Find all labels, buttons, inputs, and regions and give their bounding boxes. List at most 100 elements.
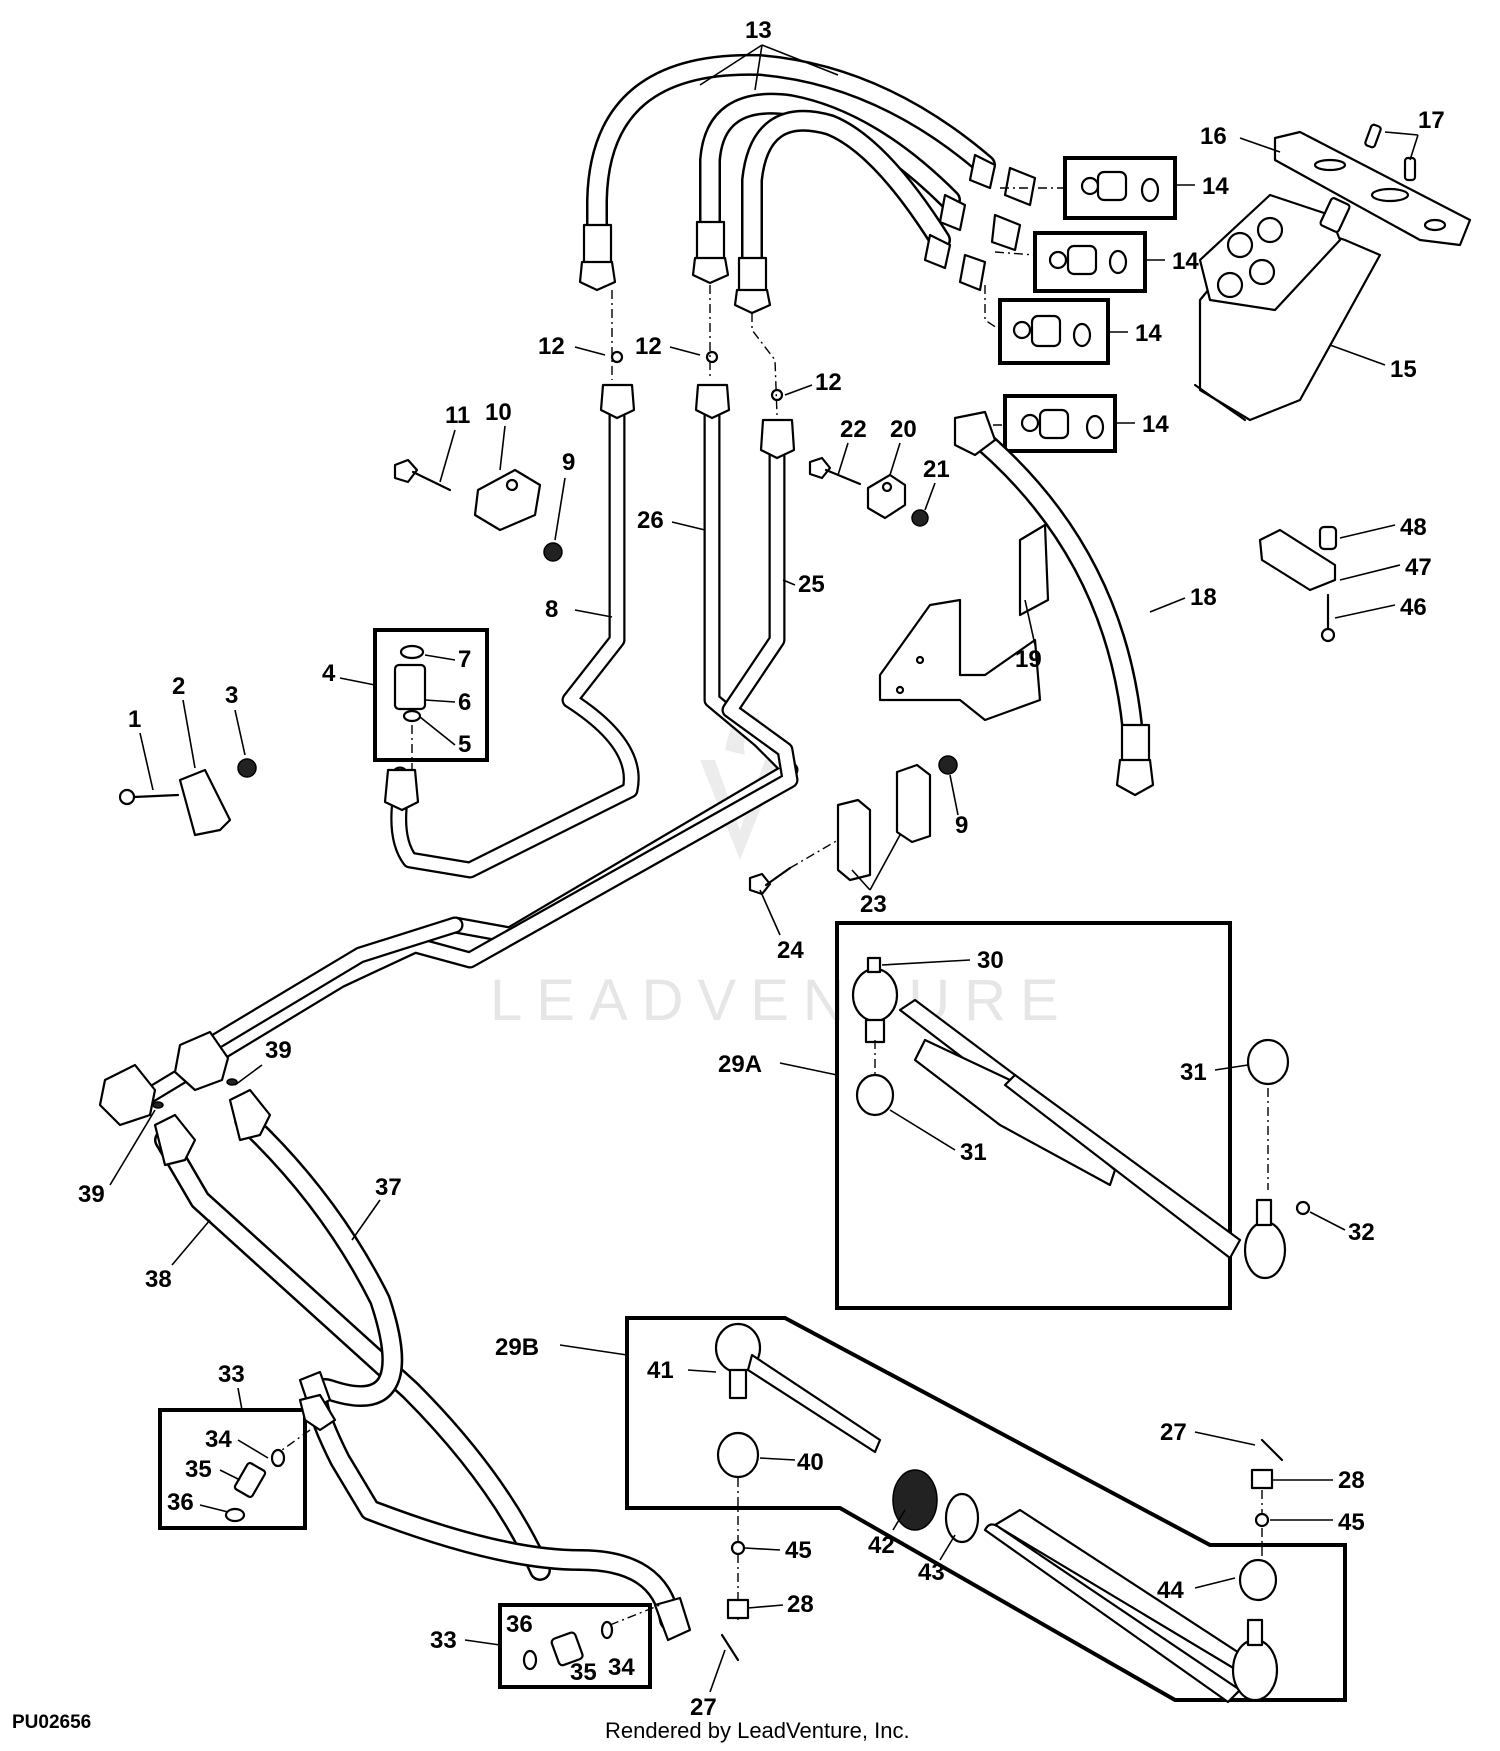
callout-label-5: 5: [458, 731, 471, 758]
callouts-33b: 33 36 35 34: [430, 1611, 635, 1686]
callout-label-25: 25: [798, 571, 825, 598]
callout-label-14: 14: [1202, 173, 1229, 200]
callout-label-29a: 29A: [718, 1051, 762, 1078]
callout-label-12: 12: [815, 369, 842, 396]
cap-48[interactable]: [1318, 525, 1338, 551]
callout-label-22: 22: [840, 416, 867, 443]
callouts-15-17: 15 16 17: [1200, 107, 1445, 383]
callout-label-6: 6: [458, 689, 471, 716]
nut-21[interactable]: [911, 509, 929, 527]
callout-label-15: 15: [1390, 356, 1417, 383]
callout-label-14: 14: [1172, 248, 1199, 275]
callout-label-12: 12: [635, 333, 662, 360]
hose-18[interactable]: 18: [953, 410, 1217, 797]
bolt-46[interactable]: [1320, 593, 1336, 643]
fitting-kit-14a[interactable]: [1063, 156, 1177, 220]
callouts-12: 12 12 12: [538, 333, 842, 396]
fitting-kit-14d[interactable]: [1003, 394, 1117, 453]
callout-label-9: 9: [955, 812, 968, 839]
callout-label-37: 37: [375, 1174, 402, 1201]
callout-label-17: 17: [1418, 107, 1445, 134]
callout-label-42: 42: [868, 1532, 895, 1559]
callout-label-19: 19: [1015, 646, 1042, 673]
fitting-kit-33a[interactable]: [158, 1393, 337, 1530]
credit-text: Rendered by LeadVenture, Inc.: [605, 1718, 910, 1743]
callout-label-28: 28: [1338, 1467, 1365, 1494]
tube-25[interactable]: [141, 418, 799, 1104]
callouts-1-3: 1 2 3: [128, 673, 246, 791]
callout-label-27: 27: [690, 1694, 717, 1721]
hose-assembly-13[interactable]: [578, 53, 1037, 315]
callout-label-32: 32: [1348, 1219, 1375, 1246]
callout-label-31: 31: [1180, 1059, 1207, 1086]
callout-label-11: 11: [445, 402, 470, 429]
clip-47[interactable]: [1258, 528, 1337, 592]
callout-label-28: 28: [787, 1591, 814, 1618]
callout-label-30: 30: [977, 947, 1004, 974]
callout-label-9: 9: [562, 449, 575, 476]
callout-label-4: 4: [322, 660, 336, 687]
callout-13: 13: [699, 17, 839, 91]
callout-label-12: 12: [538, 333, 565, 360]
callout-label-45: 45: [785, 1537, 812, 1564]
clamp-2[interactable]: [178, 768, 232, 837]
bolt-24[interactable]: [748, 839, 839, 896]
callouts-29b-45: 29B 41 40 42 43 44 45 45 28 28 27 27: [495, 1334, 1365, 1721]
callout-label-33: 33: [430, 1627, 457, 1654]
callout-label-31: 31: [960, 1139, 987, 1166]
nut-3[interactable]: [237, 758, 257, 778]
clamp-10[interactable]: [473, 468, 542, 532]
bracket-19[interactable]: 19: [878, 523, 1050, 722]
callout-label-34: 34: [608, 1654, 635, 1681]
callout-label-35: 35: [185, 1456, 212, 1483]
callouts-33a: 33 34 35 36: [167, 1361, 269, 1516]
orings-39[interactable]: [152, 1078, 238, 1109]
clamp-20[interactable]: [866, 473, 907, 520]
callout-label-14: 14: [1135, 320, 1162, 347]
callout-label-39: 39: [265, 1037, 292, 1064]
callout-label-46: 46: [1400, 594, 1427, 621]
hardware-27-28-45[interactable]: [720, 1438, 1284, 1662]
fitting-kit-4[interactable]: [373, 628, 489, 770]
callout-label-34: 34: [205, 1426, 232, 1453]
callout-label-44: 44: [1157, 1577, 1184, 1604]
callout-label-8: 8: [545, 596, 558, 623]
callout-label-23: 23: [860, 891, 887, 918]
fitting-kit-14c[interactable]: [998, 298, 1110, 365]
callout-label-39: 39: [78, 1181, 105, 1208]
hose-37[interactable]: [228, 1088, 692, 1642]
steering-cylinder-29b[interactable]: [625, 1316, 1347, 1704]
callout-label-29b: 29B: [495, 1334, 539, 1361]
fitting-kit-14b[interactable]: [1033, 231, 1147, 293]
callout-label-45: 45: [1338, 1509, 1365, 1536]
callouts-8-25-26: 8 26 25: [545, 507, 825, 623]
hose-38[interactable]: [153, 1113, 551, 1581]
tube-8[interactable]: [383, 383, 640, 879]
callout-label-18: 18: [1190, 584, 1217, 611]
steering-cylinder-29a[interactable]: [835, 921, 1311, 1310]
figure-id: PU02656: [12, 1712, 91, 1733]
steering-valve-15[interactable]: [1193, 193, 1382, 422]
tube-lower[interactable]: [98, 916, 464, 1127]
nut-9b[interactable]: [938, 755, 958, 775]
clamp-23[interactable]: [836, 763, 932, 882]
mounting-plate-16[interactable]: [1273, 130, 1472, 247]
callout-label-41: 41: [647, 1357, 674, 1384]
callout-label-3: 3: [225, 682, 238, 709]
bolt-22[interactable]: [808, 456, 862, 486]
callouts-4-7: 4 7 6 5: [322, 646, 471, 758]
orings-12[interactable]: [610, 285, 784, 416]
callout-label-7: 7: [458, 646, 471, 673]
callout-14: 14 14 14 14: [955, 173, 1229, 438]
callouts-9a-10-11: 11 10 9: [439, 399, 575, 541]
callout-label-24: 24: [777, 937, 804, 964]
fitting-kit-33b[interactable]: [498, 1603, 661, 1689]
callout-label-27: 27: [1160, 1419, 1187, 1446]
callout-label-33: 33: [218, 1361, 245, 1388]
nut-9a[interactable]: [543, 542, 563, 562]
callout-label-20: 20: [890, 416, 917, 443]
boots-31[interactable]: [855, 1038, 1290, 1190]
bolt-11[interactable]: [393, 458, 452, 492]
bolt-1[interactable]: [118, 788, 180, 806]
